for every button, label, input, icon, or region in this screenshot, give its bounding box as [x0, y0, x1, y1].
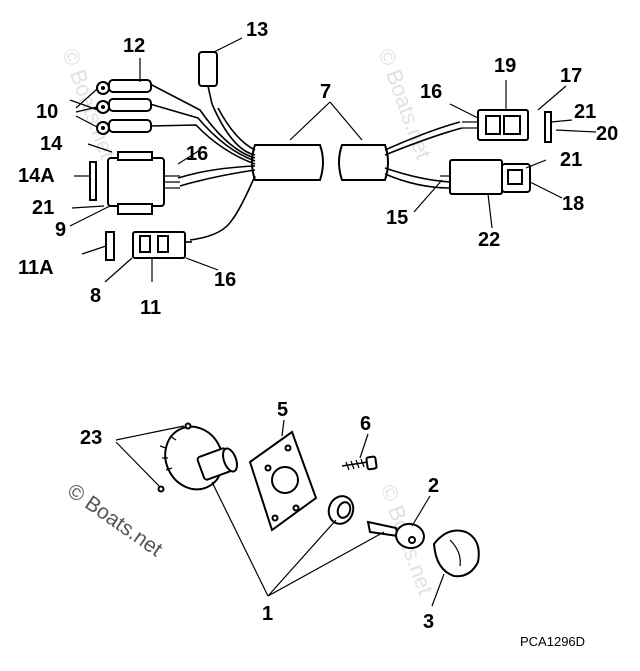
label-22: 22: [478, 229, 500, 251]
watermark-main: © Boats.net: [63, 479, 166, 561]
label-14: 14: [40, 133, 63, 155]
label-21-upper-right: 21: [574, 101, 596, 123]
label-7: 7: [320, 81, 331, 103]
left-wires: [149, 83, 256, 241]
screw: [341, 455, 378, 471]
label-16-bottom: 16: [214, 269, 236, 291]
label-16-left: 16: [186, 143, 208, 165]
label-23: 23: [80, 427, 102, 449]
label-17: 17: [560, 65, 582, 87]
cap: [432, 529, 480, 578]
right-wires: [384, 121, 463, 189]
label-3: 3: [423, 611, 434, 633]
label-6: 6: [360, 413, 371, 435]
leader-lines-top: [69, 37, 597, 283]
label-15: 15: [386, 207, 408, 229]
connector-22: [440, 159, 531, 195]
connector-9: [89, 151, 180, 215]
label-5: 5: [277, 399, 288, 421]
mounting-plate: [248, 430, 318, 532]
part-code: PCA1296D: [520, 634, 585, 649]
label-13: 13: [246, 19, 268, 41]
key: [366, 520, 425, 550]
label-10: 10: [36, 101, 58, 123]
label-11: 11: [140, 297, 161, 319]
label-19: 19: [494, 55, 516, 77]
main-cable: [251, 144, 389, 181]
label-18: 18: [562, 193, 584, 215]
label-14a: 14A: [18, 165, 55, 187]
label-21-left: 21: [32, 197, 54, 219]
label-11a: 11A: [18, 257, 54, 279]
ring-terminals: [96, 79, 152, 135]
connector-19: [462, 109, 552, 143]
label-9: 9: [55, 219, 66, 241]
label-12: 12: [123, 35, 145, 57]
connector-11: [105, 231, 192, 261]
label-20: 20: [596, 123, 618, 145]
label-21-lower-right: 21: [560, 149, 582, 171]
ignition-switch: [157, 422, 238, 493]
label-2: 2: [428, 475, 439, 497]
part-labels: 12 13 10 7 14 16 14A 21 9 11A 8 11 16 19…: [18, 19, 618, 633]
bullet-connector: [198, 51, 218, 105]
label-16-right: 16: [420, 81, 442, 103]
leader-lines-bottom: [115, 419, 445, 607]
label-8: 8: [90, 285, 101, 307]
label-1: 1: [262, 603, 273, 625]
nut: [327, 495, 355, 525]
